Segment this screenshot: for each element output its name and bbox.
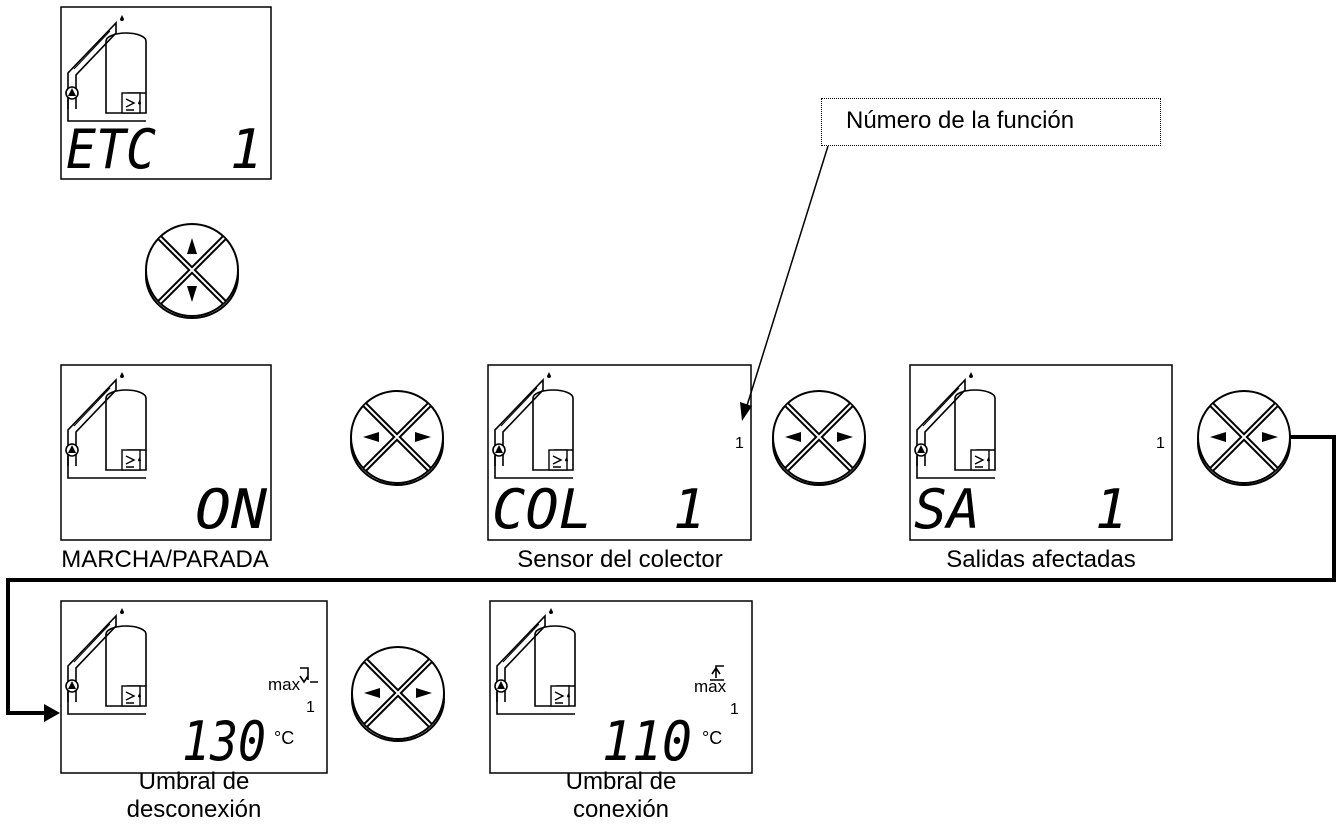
lcd-screen-on: ON <box>60 364 272 541</box>
left-right-navigation-pad-icon[interactable] <box>773 391 865 485</box>
lcd-func-number-sa: 1 <box>1156 435 1165 452</box>
caption-on-off: MARCHA/PARADA <box>40 546 290 574</box>
caption-collector-sensor: Sensor del colector <box>470 546 770 574</box>
flow-connector <box>6 435 1336 715</box>
left-right-navigation-pad-icon[interactable] <box>352 647 444 741</box>
caption-line: Umbral de <box>138 768 250 795</box>
caption-line: MARCHA/PARADA <box>61 546 269 573</box>
up-down-navigation-pad-icon[interactable] <box>146 224 238 318</box>
caption-off-threshold: Umbral de desconexión <box>74 768 314 824</box>
lcd-code-sa: SA <box>914 478 980 541</box>
lcd-number-col: 1 <box>673 478 706 541</box>
lcd-unit-on: °C <box>702 728 722 748</box>
caption-line: Sensor del colector <box>517 546 723 573</box>
threshold-down-icon <box>299 667 318 684</box>
left-right-navigation-pad-icon[interactable] <box>351 391 443 485</box>
lcd-code-col: COL <box>492 478 592 541</box>
threshold-label: max <box>268 675 301 694</box>
callout-text: Número de la función <box>846 107 1075 134</box>
callout-arrowhead <box>740 402 752 421</box>
lcd-func-number-on: 1 <box>730 701 739 718</box>
lcd-number-sa: 1 <box>1095 478 1128 541</box>
threshold-up-icon <box>710 665 724 681</box>
lcd-value-off: 130 <box>182 710 266 773</box>
left-right-navigation-pad-icon[interactable] <box>1198 391 1290 485</box>
caption-line: Salidas afectadas <box>946 546 1136 573</box>
lcd-screen-off-threshold: max 1 130 °C <box>60 600 328 774</box>
lcd-screen-etc: ETC 1 <box>60 6 272 181</box>
flow-arrowhead <box>44 704 60 722</box>
lcd-func-number-off: 1 <box>306 699 315 716</box>
lcd-screen-sa: 1 SA 1 <box>909 364 1173 541</box>
callout-pointer <box>744 145 829 413</box>
lcd-value-on-threshold: 110 <box>602 710 692 773</box>
caption-line: Umbral de <box>565 768 677 795</box>
threshold-label: max <box>694 677 727 696</box>
lcd-unit-off: °C <box>274 728 294 748</box>
caption-on-threshold: Umbral de conexión <box>501 768 741 824</box>
lcd-screen-on-threshold: max 1 110 °C <box>489 600 753 774</box>
lcd-value-on: ON <box>195 478 268 541</box>
caption-line: desconexión <box>126 796 262 823</box>
lcd-func-number-col: 1 <box>735 435 744 452</box>
caption-affected-outputs: Salidas afectadas <box>891 546 1191 574</box>
function-number-callout: Número de la función <box>821 98 1161 146</box>
lcd-code-etc: ETC <box>66 118 156 181</box>
lcd-screen-col: 1 COL 1 <box>487 364 752 541</box>
lcd-number-etc: 1 <box>230 118 263 181</box>
caption-line: conexión <box>572 796 670 823</box>
